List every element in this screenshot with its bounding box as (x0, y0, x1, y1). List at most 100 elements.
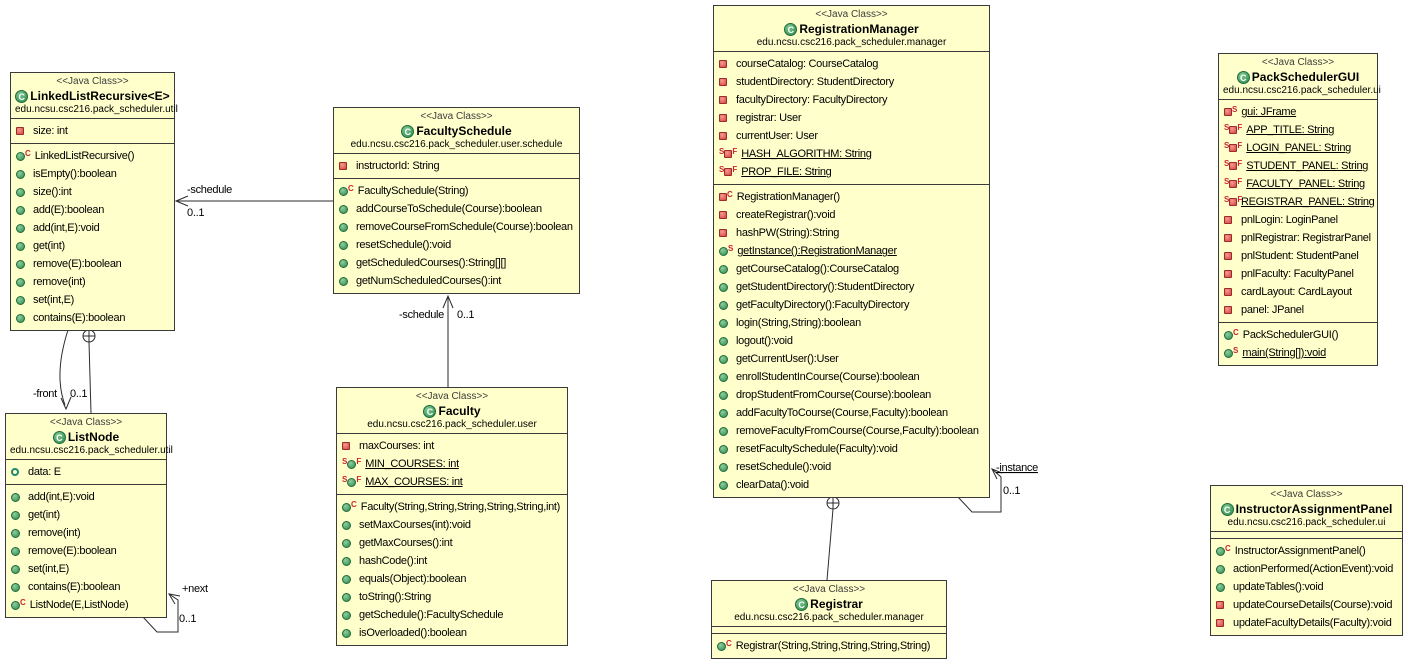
method-row[interactable]: remove(int) (7, 524, 165, 542)
method-row[interactable]: removeFacultyFromCourse(Course,Faculty):… (715, 422, 988, 440)
field-row[interactable]: instructorId: String (335, 157, 578, 175)
method-row[interactable]: logout():void (715, 332, 988, 350)
method-row[interactable]: remove(E):boolean (7, 542, 165, 560)
field-row[interactable]: maxCourses: int (338, 437, 566, 455)
method-row[interactable]: hashCode():int (338, 552, 566, 570)
method-row[interactable]: add(E):boolean (12, 201, 173, 219)
method-row[interactable]: resetSchedule():void (715, 458, 988, 476)
method-row[interactable]: login(String,String):boolean (715, 314, 988, 332)
method-row[interactable]: enrollStudentInCourse(Course):boolean (715, 368, 988, 386)
method-row[interactable]: set(int,E) (7, 560, 165, 578)
method-row[interactable]: updateCourseDetails(Course):void (1212, 596, 1401, 614)
field-row[interactable]: courseCatalog: CourseCatalog (715, 55, 988, 73)
method-row[interactable]: remove(int) (12, 273, 173, 291)
method-label: getScheduledCourses():String[][] (356, 257, 506, 270)
method-row[interactable]: dropStudentFromCourse(Course):boolean (715, 386, 988, 404)
method-row[interactable]: equals(Object):boolean (338, 570, 566, 588)
method-row[interactable]: actionPerformed(ActionEvent):void (1212, 560, 1401, 578)
field-label: data: E (28, 466, 61, 479)
field-row[interactable]: studentDirectory: StudentDirectory (715, 73, 988, 91)
method-row[interactable]: isEmpty():boolean (12, 165, 173, 183)
field-row[interactable]: pnlLogin: LoginPanel (1220, 211, 1376, 229)
field-row[interactable]: currentUser: User (715, 127, 988, 145)
method-row[interactable]: clearData():void (715, 476, 988, 494)
method-row[interactable]: get(int) (12, 237, 173, 255)
edge-linkedlist-nests-listnode[interactable] (82, 329, 96, 414)
method-row[interactable]: resetSchedule():void (335, 236, 578, 254)
method-row[interactable]: getStudentDirectory():StudentDirectory (715, 278, 988, 296)
method-row[interactable]: remove(E):boolean (12, 255, 173, 273)
method-row[interactable]: contains(E):boolean (12, 309, 173, 327)
method-row[interactable]: getFacultyDirectory():FacultyDirectory (715, 296, 988, 314)
field-row[interactable]: size: int (12, 122, 173, 140)
method-row[interactable]: updateFacultyDetails(Faculty):void (1212, 614, 1401, 632)
method-row[interactable]: createRegistrar():void (715, 206, 988, 224)
method-row[interactable]: toString():String (338, 588, 566, 606)
field-row[interactable]: data: E (7, 463, 165, 481)
method-row[interactable]: getScheduledCourses():String[][] (335, 254, 578, 272)
method-row[interactable]: getCurrentUser():User (715, 350, 988, 368)
stereotype-label: <<Java Class>> (1270, 489, 1343, 500)
method-row[interactable]: set(int,E) (12, 291, 173, 309)
field-row[interactable]: pnlFaculty: FacultyPanel (1220, 265, 1376, 283)
field-row[interactable]: pnlStudent: StudentPanel (1220, 247, 1376, 265)
method-row[interactable]: contains(E):boolean (7, 578, 165, 596)
field-row[interactable]: cardLayout: CardLayout (1220, 283, 1376, 301)
method-row[interactable]: addFacultyToCourse(Course,Faculty):boole… (715, 404, 988, 422)
method-row[interactable]: getSchedule():FacultySchedule (338, 606, 566, 624)
field-row[interactable]: panel: JPanel (1220, 301, 1376, 319)
method-row[interactable]: add(int,E):void (7, 488, 165, 506)
field-row[interactable]: pnlRegistrar: RegistrarPanel (1220, 229, 1376, 247)
method-row[interactable]: get(int) (7, 506, 165, 524)
method-row[interactable]: addCourseToSchedule(Course):boolean (335, 200, 578, 218)
method-row[interactable]: size():int (12, 183, 173, 201)
method-row[interactable]: getCourseCatalog():CourseCatalog (715, 260, 988, 278)
field-row[interactable]: facultyDirectory: FacultyDirectory (715, 91, 988, 109)
method-row[interactable]: add(int,E):void (12, 219, 173, 237)
method-row[interactable]: removeCourseFromSchedule(Course):boolean (335, 218, 578, 236)
method-row[interactable]: isOverloaded():boolean (338, 624, 566, 642)
edge-manager-nests-registrar[interactable] (826, 496, 840, 581)
method-row[interactable]: getMaxCourses():int (338, 534, 566, 552)
field-row[interactable]: registrar: User (715, 109, 988, 127)
method-row[interactable]: resetFacultySchedule(Faculty):void (715, 440, 988, 458)
method-row[interactable]: hashPW(String):String (715, 224, 988, 242)
method-row[interactable]: setMaxCourses(int):void (338, 516, 566, 534)
method-row[interactable]: getNumScheduledCourses():int (335, 272, 578, 290)
method-row[interactable]: updateTables():void (1212, 578, 1401, 596)
